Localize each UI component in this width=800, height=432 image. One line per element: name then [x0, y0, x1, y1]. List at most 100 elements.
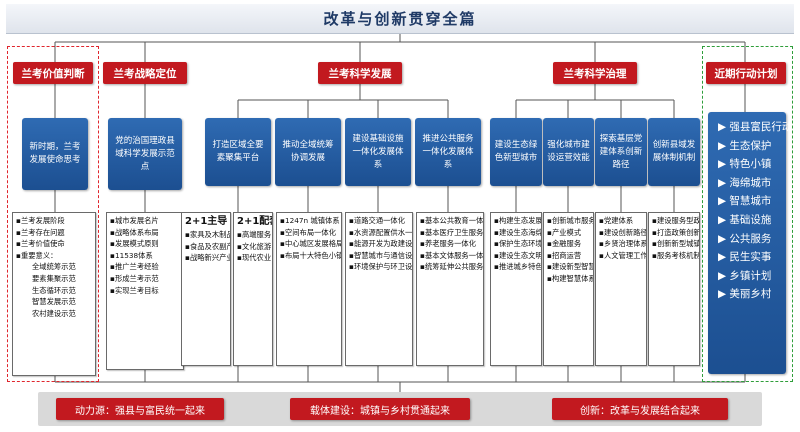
list-item: ▶ 生态保护 — [718, 139, 772, 152]
supporting-industries-heading: 2+1配套 — [237, 216, 272, 227]
footer-carrier-construction: 载体建设：城镇与乡村贯通起来 — [290, 398, 470, 420]
list-item: ▪兰考存在问题 — [16, 227, 65, 237]
list-item: ▪构建智慧体系 — [547, 273, 594, 283]
list-item: ▪水资源配置供水一体化 — [349, 227, 413, 237]
list-item: ▪基本文体服务一体化 — [420, 250, 484, 260]
list-item: ▪建设服务型政府 — [652, 216, 699, 225]
list-item: ▪建设新型智慧城市 — [547, 262, 593, 272]
col4-details: ▪1247n 城镇体系 ▪空间布局一体化 ▪中心城区发展格局 ▪布局十大特色小镇 — [276, 212, 342, 366]
list-item: ▪战略体系布局 — [110, 227, 159, 237]
header-scientific-governance: 兰考科学治理 — [553, 62, 637, 84]
action-plan-highlight — [702, 46, 793, 382]
list-item: ▪道路交通一体化 — [349, 216, 406, 225]
col3-supporting-industries: 2+1配套 ▪高端服务 ▪文化旅游 ▪现代农业 — [233, 212, 273, 366]
list-item: ▪党建体系 — [599, 216, 634, 225]
col3-leading-industries: 2+1主导 ▪家具及木制品加工 ▪食品及农副产品深加工 ▪战略新兴产业 — [181, 212, 231, 366]
list-item: ▪形成兰考示范 — [110, 273, 159, 283]
list-item: ▶ 特色小镇 — [718, 158, 772, 171]
list-item: ▪城市发展名片 — [110, 216, 159, 225]
list-item: ▶ 海绵城市 — [718, 176, 772, 189]
list-item: ▪养老服务一体化 — [420, 239, 477, 249]
list-item: ▪实现兰考目标 — [110, 285, 159, 295]
list-item: ▪金融服务 — [547, 239, 582, 249]
header-value-judgment: 兰考价值判断 — [13, 62, 93, 84]
list-item: ▪中心城区发展格局 — [280, 239, 342, 249]
public-service-box: 推进公共服务一体化发展体系 — [415, 118, 481, 186]
list-item: ▶ 智慧城市 — [718, 195, 772, 208]
list-item: ▶ 民生实事 — [718, 251, 772, 264]
footer-power-source: 动力源：强县与富民统一起来 — [56, 398, 224, 420]
list-item: ▪空间布局一体化 — [280, 227, 337, 237]
list-item: ▪布局十大特色小镇 — [280, 250, 342, 260]
list-item: 全域统筹示范 — [32, 262, 76, 272]
list-item: ▪高端服务 — [237, 230, 272, 239]
list-item: 农村建设示范 — [32, 308, 76, 318]
party-building-box: 探索基层党建体系创新路径 — [595, 118, 647, 186]
list-item: ▪基本医疗卫生服务一体化 — [420, 227, 484, 237]
demo-point-box: 党的治国理政县域科学发展示范点 — [108, 118, 182, 190]
list-item: ▪家具及木制品加工 — [185, 230, 230, 239]
mission-thinking-box: 新时期，兰考发展使命思考 — [22, 118, 88, 190]
list-item: ▪建设创新路径 — [599, 227, 647, 237]
col7-details: ▪构建生态发展格局 ▪建设生态海绵城市 ▪保护生态环境 ▪建设生态文明城市 ▪推… — [490, 212, 542, 366]
list-item: ▪构建生态发展格局 — [494, 216, 542, 225]
list-item: ▪乡贤治理体系搭建 — [599, 239, 647, 249]
list-item: ▪1247n 城镇体系 — [280, 216, 340, 225]
city-operation-box: 强化城市建设运营效能 — [543, 118, 594, 186]
coordinated-development-box: 推动全域统筹协调发展 — [275, 118, 341, 186]
ecological-city-box: 建设生态绿色新型城市 — [490, 118, 542, 186]
list-item: ▪智慧城市与通信设施一体化 — [349, 250, 413, 260]
list-item: 生态循环示范 — [32, 285, 76, 295]
value-judgment-highlight — [7, 46, 99, 382]
list-item: ▪能源开发为政建设一体化 — [349, 239, 413, 249]
list-item: ▪基本公共教育一体化 — [420, 216, 484, 225]
list-item: ▪重要意义： — [16, 250, 58, 260]
list-item: ▪兰考发展阶段 — [16, 216, 65, 225]
title-band — [6, 4, 794, 34]
list-item: 智慧发展示范 — [32, 297, 76, 307]
leading-industries-heading: 2+1主导 — [185, 216, 228, 227]
footer-innovation: 创新：改革与发展结合起来 — [552, 398, 728, 420]
list-item: ▪人文管理工作体系搭建 — [599, 250, 646, 260]
col10-details: ▪建设服务型政府 ▪打造政策创新高地 ▪创新新型城镇化配套政策 ▪服务考核机制建… — [648, 212, 700, 366]
list-item: ▶ 公共服务 — [718, 232, 772, 245]
col2-details: ▪城市发展名片 ▪战略体系布局 ▪发展模式原则 ▪11538体系 ▪推广兰考经验… — [106, 212, 184, 370]
list-item: ▪现代农业 — [237, 253, 272, 263]
list-item: ▶ 基础设施 — [718, 213, 772, 226]
list-item: ▪11538体系 — [110, 250, 153, 260]
list-item: ▪发展模式原则 — [110, 239, 159, 249]
col1-details: ▪兰考发展阶段 ▪兰考存在问题 ▪兰考价值使命 ▪重要意义： 全域统筹示范 要素… — [12, 212, 96, 376]
list-item: ▪食品及农副产品深加工 — [185, 241, 230, 251]
col8-details: ▪创新城市服务体系 ▪产业模式 ▪金融服务 ▪招商运营 ▪建设新型智慧城市 ▪构… — [543, 212, 594, 366]
list-item: ▪文化旅游 — [237, 241, 272, 251]
factor-platform-box: 打造区域全要素聚集平台 — [205, 118, 271, 186]
list-item: ▶ 美丽乡村 — [718, 288, 772, 301]
list-item: ▪服务考核机制建设 — [652, 250, 700, 260]
list-item: ▪打造政策创新高地 — [652, 227, 700, 237]
header-action-plan: 近期行动计划 — [706, 62, 786, 84]
list-item: ▪推广兰考经验 — [110, 262, 159, 272]
list-item: ▪战略新兴产业 — [185, 253, 231, 263]
infrastructure-box: 建设基础设施一体化发展体系 — [345, 118, 411, 186]
list-item: ▪保护生态环境 — [494, 239, 542, 249]
header-strategic-position: 兰考战略定位 — [103, 62, 187, 84]
page-title: 改革与创新贯穿全篇 — [323, 10, 477, 28]
list-item: ▪创新城市服务体系 — [547, 216, 593, 225]
header-scientific-development: 兰考科学发展 — [318, 62, 402, 84]
list-item: ▪招商运营 — [547, 250, 582, 260]
list-item: ▪创新新型城镇化配套政策 — [652, 239, 699, 249]
list-item: ▪统筹延伸公共服务发展 — [420, 262, 484, 272]
list-item: ▪产业模式 — [547, 227, 582, 237]
list-item: ▶ 强县富民行动计划 — [718, 121, 800, 133]
col6-details: ▪基本公共教育一体化 ▪基本医疗卫生服务一体化 ▪养老服务一体化 ▪基本文体服务… — [416, 212, 484, 366]
col5-details: ▪道路交通一体化 ▪水资源配置供水一体化 ▪能源开发为政建设一体化 ▪智慧城市与… — [345, 212, 413, 366]
list-item: ▪建设生态海绵城市 — [494, 227, 542, 237]
list-item: ▪建设生态文明城市 — [494, 250, 542, 260]
list-item: ▪兰考价值使命 — [16, 239, 65, 249]
institution-innovation-box: 创新县域发展体制机制 — [648, 118, 700, 186]
list-item: 要素集聚示范 — [32, 273, 76, 283]
list-item: ▶ 乡镇计划 — [718, 269, 772, 282]
action-plan-list: ▶ 强县富民行动计划 ▶ 生态保护 ▶ 特色小镇 ▶ 海绵城市 ▶ 智慧城市 ▶… — [708, 112, 800, 374]
